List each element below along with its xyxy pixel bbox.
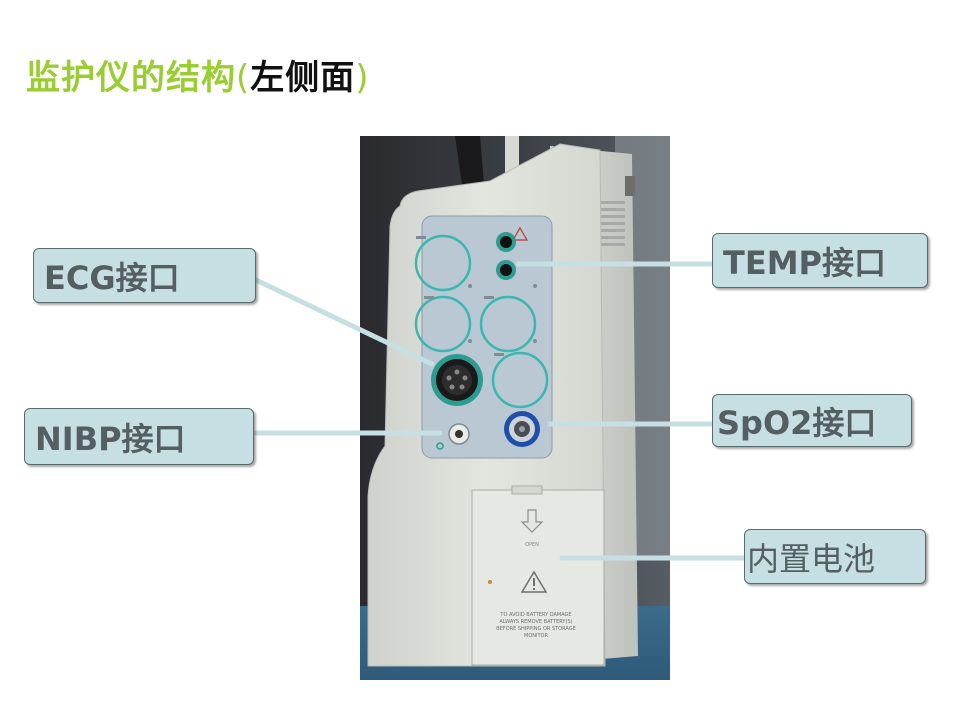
- caution-mark: [533, 578, 535, 586]
- battery-warning-line-4: MONITOR: [524, 633, 548, 639]
- temp-port-label: TEMP接口: [712, 233, 928, 288]
- title-sub: 左侧面: [250, 58, 356, 98]
- ecg-port-label-text: ECG接口: [44, 258, 180, 297]
- battery-label-text: 内置电池: [747, 539, 876, 578]
- title-main: 监护仪的结构: [26, 58, 236, 98]
- battery-open-text: OPEN: [525, 542, 539, 548]
- nibp-connector: [436, 423, 470, 450]
- battery-warning-line-2: ALWAYS REMOVE BATTERY(S): [499, 619, 572, 625]
- vent-slots: [600, 201, 625, 246]
- spo2-port-label-text: SpO2接口: [717, 403, 877, 442]
- battery-door-spot: [488, 580, 492, 584]
- warning-triangle-icon: [511, 226, 529, 241]
- monitor-photo: OPEN TO AVOID BATTERY DAMAGE ALWAYS REMO…: [360, 136, 670, 680]
- title-paren-close: ): [355, 58, 370, 98]
- battery-door-latch: [511, 485, 543, 495]
- battery-label: 内置电池: [744, 529, 926, 584]
- caution-dot: [533, 588, 535, 590]
- ecg-connector: [431, 354, 483, 406]
- side-clip: [625, 176, 635, 196]
- nibp-port-label-text: NIBP接口: [35, 419, 186, 458]
- ecg-port-label: ECG接口: [33, 248, 256, 303]
- spo2-connector: [504, 411, 540, 447]
- battery-warning-line-3: BEFORE SHIPPING OR STORAGE: [496, 626, 576, 632]
- handle-post: [505, 136, 519, 176]
- spo2-port-label: SpO2接口: [712, 394, 912, 447]
- temp-ports: [496, 232, 516, 280]
- temp-port-label-text: TEMP接口: [723, 243, 886, 282]
- battery-warning-line-1: TO AVOID BATTERY DAMAGE: [499, 612, 571, 618]
- open-arrow-icon: [520, 509, 544, 533]
- caution-triangle-icon: [520, 570, 548, 593]
- slide-title: 监护仪的结构(左侧面): [26, 50, 370, 99]
- nibp-port-label: NIBP接口: [24, 408, 254, 465]
- monitor-illustration: OPEN TO AVOID BATTERY DAMAGE ALWAYS REMO…: [360, 136, 670, 680]
- title-paren-open: (: [236, 58, 251, 98]
